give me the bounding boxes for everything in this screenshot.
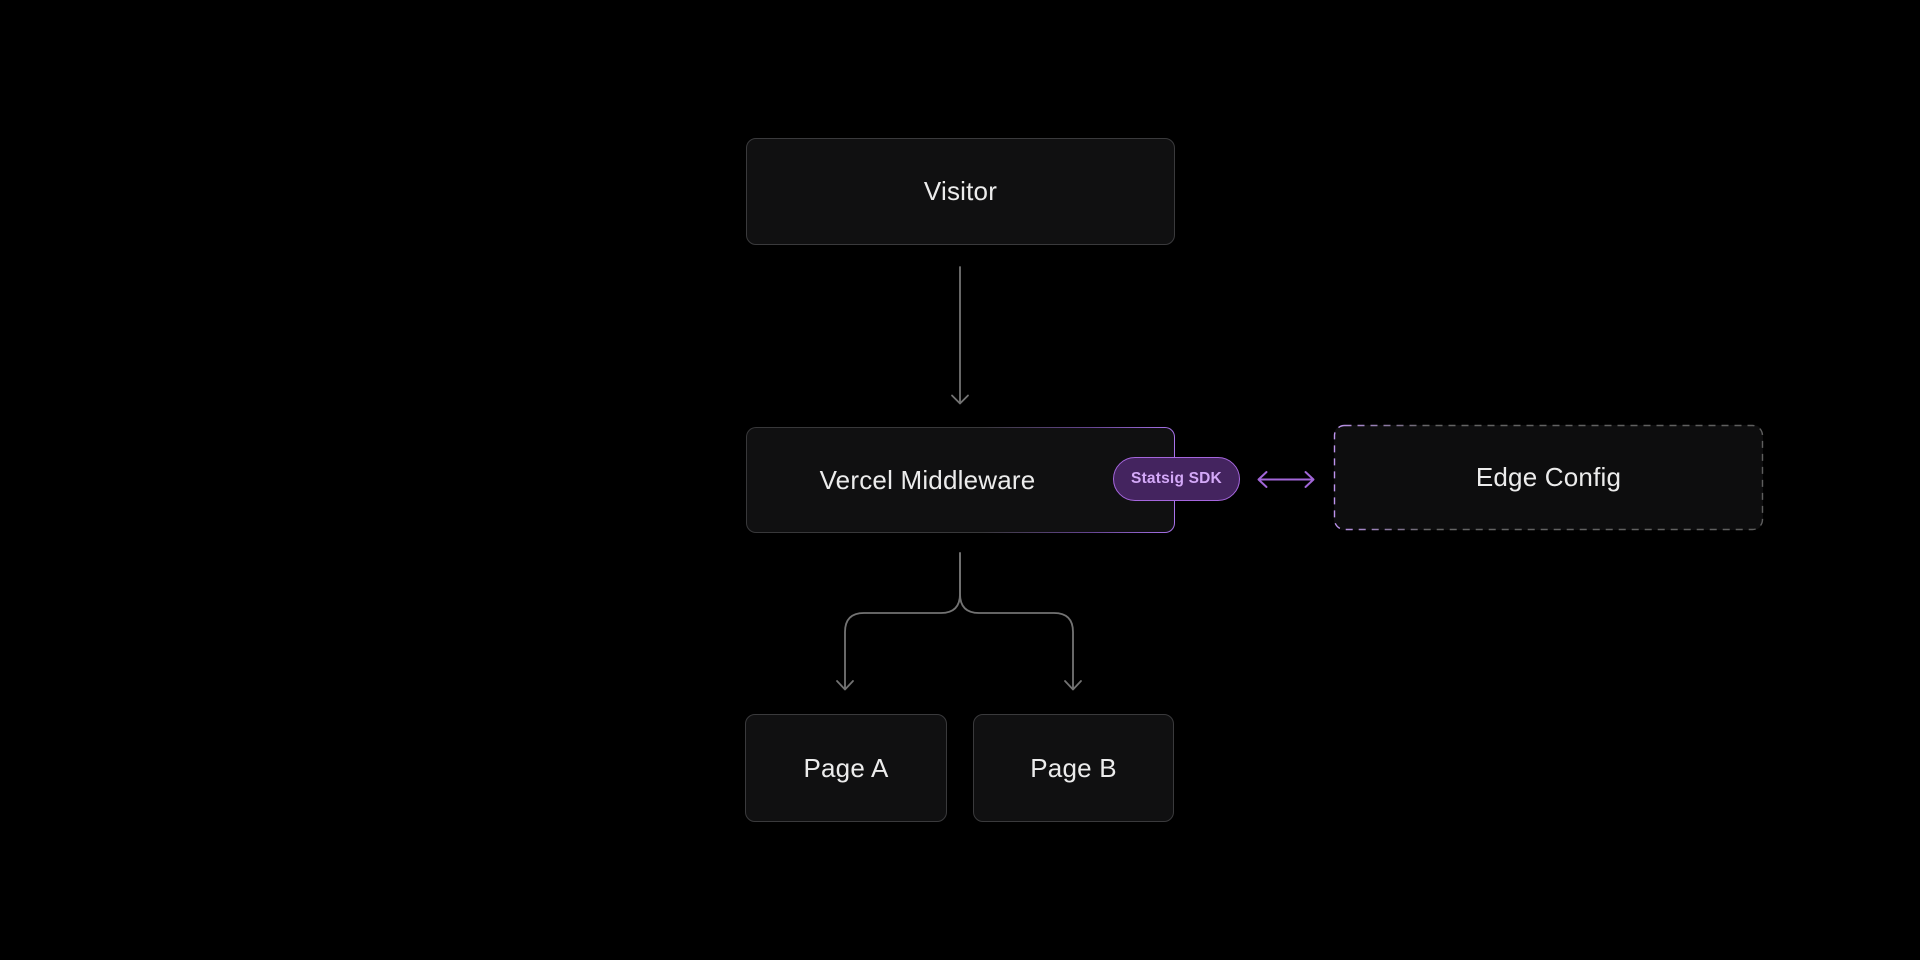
node-visitor: Visitor	[746, 138, 1175, 245]
node-vercel-middleware-label: Vercel Middleware	[819, 464, 1036, 495]
node-vercel-middleware: Vercel Middleware	[746, 427, 1175, 533]
node-page-b-label: Page B	[1030, 752, 1117, 783]
node-visitor-label: Visitor	[923, 176, 998, 206]
node-page-b: Page B	[973, 714, 1174, 822]
node-page-a-label: Page A	[803, 752, 889, 783]
visitor-to-middleware-arrow-icon	[951, 266, 969, 405]
statsig-sdk-badge-label: Statsig SDK	[1131, 470, 1222, 487]
node-edge-config-label: Edge Config	[1475, 462, 1622, 492]
middleware-to-pages-branch-icon	[836, 552, 1082, 691]
node-edge-config: Edge Config	[1334, 425, 1763, 530]
node-page-a: Page A	[745, 714, 947, 822]
sdk-to-edge-config-bidirectional-arrow-icon	[1257, 471, 1315, 488]
statsig-sdk-badge: Statsig SDK	[1113, 457, 1240, 501]
